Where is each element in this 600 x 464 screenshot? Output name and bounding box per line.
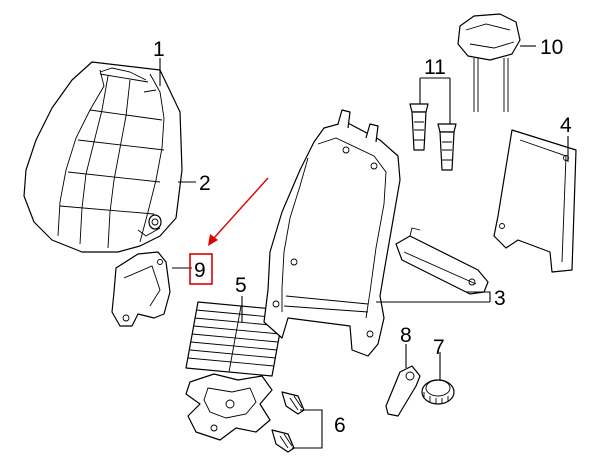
callout-3: 3 <box>494 287 506 310</box>
bolts <box>271 391 305 453</box>
highlight-arrowhead <box>208 234 218 246</box>
side-trim-panel <box>111 251 171 327</box>
highlight-annotation <box>189 177 269 285</box>
highlight-box <box>189 253 213 285</box>
callout-labels: 1 2 3 4 5 6 7 8 9 10 11 <box>153 36 572 437</box>
callout-8: 8 <box>400 324 412 347</box>
leader-lines <box>159 45 569 449</box>
headrest <box>457 13 521 112</box>
callout-10: 10 <box>540 36 563 59</box>
highlight-arrow <box>213 177 269 239</box>
callout-1: 1 <box>153 38 165 61</box>
recline-lever <box>385 365 421 417</box>
callout-7: 7 <box>433 336 445 359</box>
recline-knob <box>421 379 455 405</box>
seat-back-crossbar <box>395 227 489 295</box>
seat-back-cover <box>23 61 183 253</box>
headrest-guides <box>409 103 457 171</box>
callout-4: 4 <box>560 114 572 137</box>
callout-11: 11 <box>424 56 446 79</box>
back-panel <box>493 129 577 273</box>
callout-5: 5 <box>235 274 247 297</box>
lumbar-support-panel <box>185 301 285 441</box>
callout-2: 2 <box>199 172 211 195</box>
seat-back-frame <box>263 109 401 357</box>
callout-9: 9 <box>194 259 206 282</box>
callout-6: 6 <box>334 414 346 437</box>
